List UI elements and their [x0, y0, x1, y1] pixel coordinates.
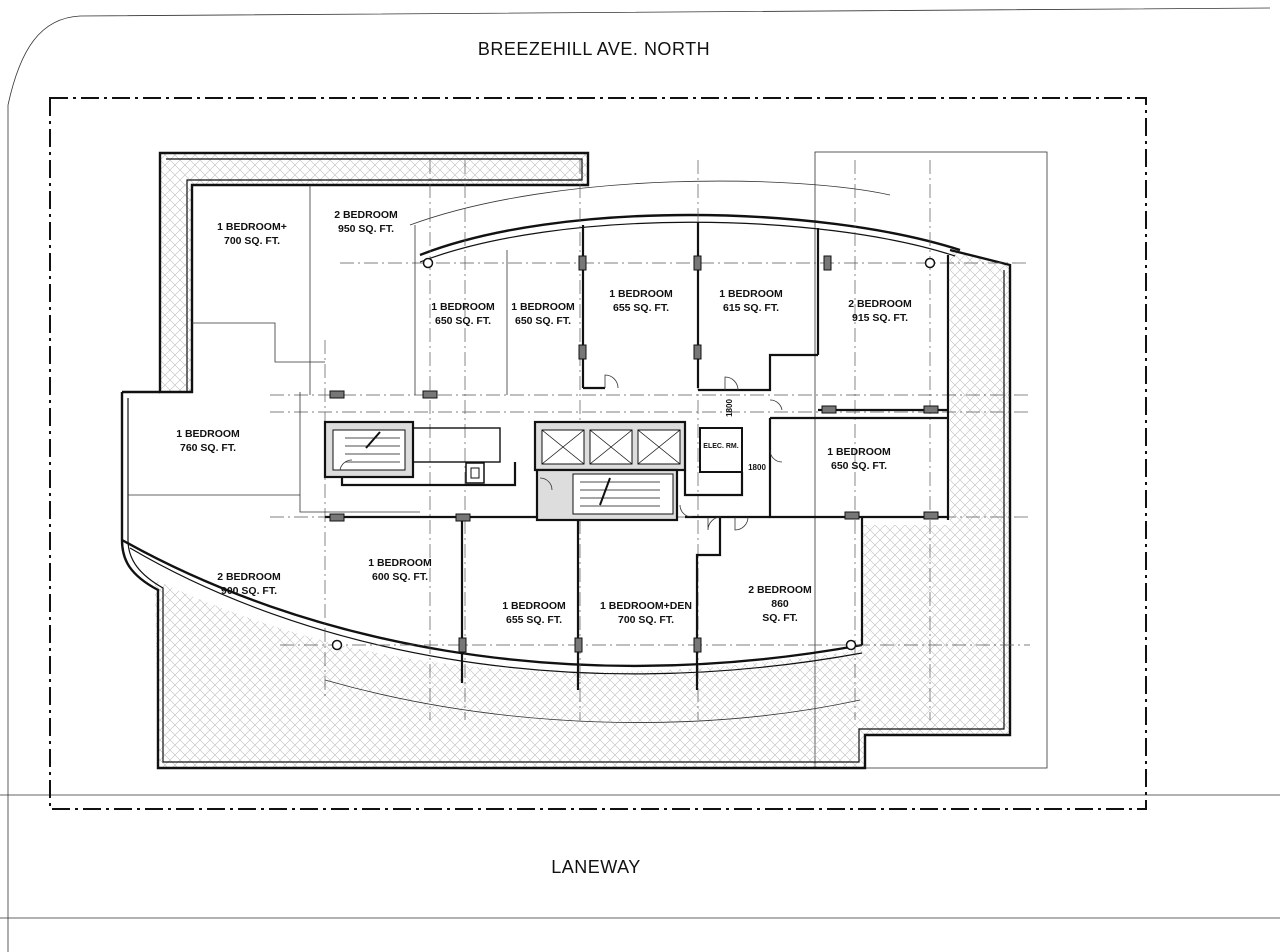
unit-label-area: 700 SQ. FT.	[224, 235, 280, 247]
unit-label-area: 650 SQ. FT.	[435, 315, 491, 327]
unit-label-area: 600 SQ. FT.	[372, 571, 428, 583]
dimension-label-horizontal: 1800	[748, 463, 766, 472]
unit-label-area: 915 SQ. FT.	[852, 312, 908, 324]
unit-label-type: 2 BEDROOM	[334, 209, 398, 221]
unit-label-type: 2 BEDROOM	[217, 571, 281, 583]
unit-label-type: 1 BEDROOM+DEN	[600, 600, 692, 612]
door-swings	[339, 374, 783, 531]
unit-label-type: 1 BEDROOM	[827, 446, 891, 458]
unit-label-type: 2 BEDROOM	[848, 298, 912, 310]
terrace-hatch	[155, 153, 1010, 768]
unit-label-area: 655 SQ. FT.	[506, 614, 562, 626]
curved-facade	[121, 180, 961, 723]
property-boundary	[49, 97, 1147, 810]
unit-label-type: 1 BEDROOM+	[217, 221, 287, 233]
unit-label-area: 650 SQ. FT.	[515, 315, 571, 327]
unit-label-type: 1 BEDROOM	[719, 288, 783, 300]
site-lines	[0, 7, 1280, 952]
street-label-south: LANEWAY	[551, 857, 641, 877]
unit-label-type: 1 BEDROOM	[502, 600, 566, 612]
unit-label-type: 1 BEDROOM	[368, 557, 432, 569]
elec-room-label: ELEC. RM.	[703, 443, 738, 450]
unit-label-type: 2 BEDROOM	[748, 584, 812, 596]
building-envelope	[120, 151, 1012, 770]
unit-label-type: 1 BEDROOM	[511, 301, 575, 313]
unit-label-area: 650 SQ. FT.	[831, 460, 887, 472]
unit-label-area: 900 SQ. FT.	[221, 585, 277, 597]
unit-label-area-unit: SQ. FT.	[762, 612, 798, 624]
unit-label-area: 615 SQ. FT.	[723, 302, 779, 314]
unit-label-type: 1 BEDROOM	[609, 288, 673, 300]
unit-label-type: 1 BEDROOM	[176, 428, 240, 440]
unit-label-area: 700 SQ. FT.	[618, 614, 674, 626]
unit-label-area: 950 SQ. FT.	[338, 223, 394, 235]
street-label-north: BREEZEHILL AVE. NORTH	[478, 39, 710, 59]
unit-label-area: 760 SQ. FT.	[180, 442, 236, 454]
columns	[329, 255, 939, 653]
interior-partitions	[128, 185, 950, 690]
unit-label-type: 1 BEDROOM	[431, 301, 495, 313]
unit-labels: 1 BEDROOM+ 700 SQ. FT. 2 BEDROOM 950 SQ.…	[176, 209, 912, 626]
dimension-label-vertical: 1800	[725, 399, 734, 417]
central-core	[323, 420, 744, 522]
unit-label-area: 860	[771, 598, 789, 610]
unit-label-area: 655 SQ. FT.	[613, 302, 669, 314]
